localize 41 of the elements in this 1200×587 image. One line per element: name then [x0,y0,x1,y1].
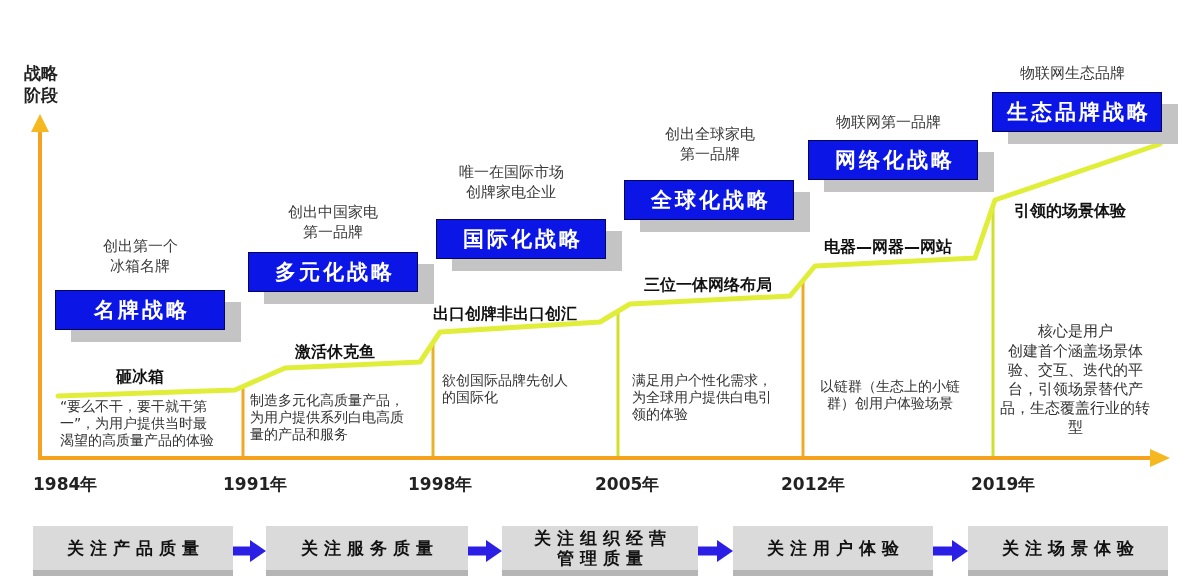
milestone-label: 电器—网器—网站 [824,238,952,256]
stage-box: 多元化战略 [248,252,418,292]
milestone-label: 激活休克鱼 [295,343,375,361]
arrow [468,540,502,562]
milestone-label: 三位一体网络布局 [644,276,772,294]
stage-caption: 物联网生态品牌 [1019,63,1125,83]
milestone-label: 引领的场景体验 [1014,202,1126,220]
year-label: 2012年 [781,474,846,494]
stage-box: 国际化战略 [436,219,606,259]
description-text: “要么不干，要干就干第一”，为用户提供当时最渴望的高质量产品的体验 [60,398,215,449]
year-label: 1984年 [33,474,98,494]
arrow [698,540,733,562]
description-text: 制造多元化高质量产品，为用户提供系列白电高质量的产品和服务 [250,392,405,443]
description-text: 欲创国际品牌先创人的国际化 [442,372,569,406]
year-label: 2019年 [971,474,1036,494]
year-label: 1991年 [223,474,288,494]
focus-box: 关注组织经营管理质量 [502,526,698,576]
stage-caption: 唯一在国际市场创牌家电企业 [457,162,565,202]
stage-box: 生态品牌战略 [992,92,1162,132]
stage-caption: 创出全球家电第一品牌 [664,124,756,164]
focus-box: 关注场景体验 [968,526,1168,576]
description-text: 以链群（生态上的小链群）创用户体验场景 [819,378,961,412]
arrow [233,540,266,562]
stage-box: 全球化战略 [624,180,794,220]
focus-box: 关注用户体验 [733,526,933,576]
focus-box: 关注产品质量 [33,526,233,576]
description-text: 满足用户个性化需求，为全球用户提供白电引领的体验 [632,372,773,423]
stage-caption: 物联网第一品牌 [835,112,941,132]
stage-box: 网络化战略 [808,140,978,180]
year-label: 1998年 [408,474,473,494]
arrow [933,540,968,562]
stage-caption: 创出第一个冰箱名牌 [101,236,179,276]
milestone-label: 出口创牌非出口创汇 [433,305,577,323]
description-text: 创建首个涵盖场景体验、交互、迭代的平台，引领场景替代产品，生态覆盖行业的转型 [999,342,1151,437]
stage-caption: 创出中国家电第一品牌 [287,202,379,242]
description-text: 核心是用户 [1037,322,1113,341]
milestone-label: 砸冰箱 [116,368,164,386]
axis-title: 战略阶段 [24,62,59,106]
year-label: 2005年 [595,474,660,494]
stage-box: 名牌战略 [55,290,225,330]
focus-box: 关注服务质量 [266,526,468,576]
